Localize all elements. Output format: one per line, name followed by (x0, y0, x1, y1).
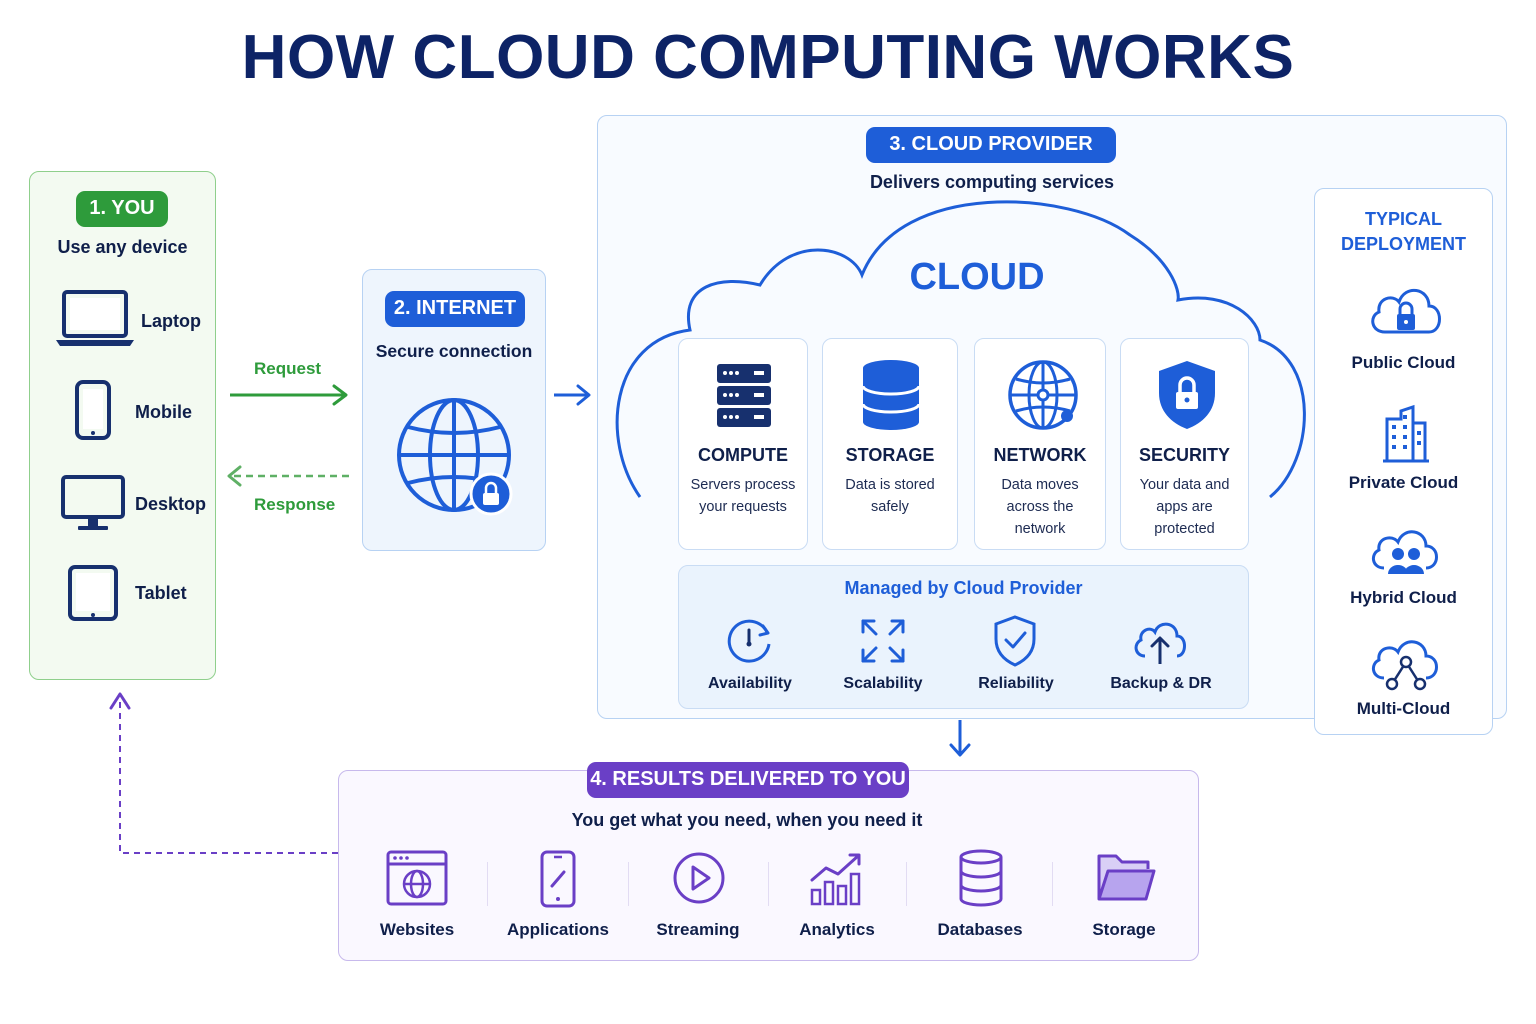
service-desc-line: Servers process (690, 477, 796, 493)
page-title: HOW CLOUD COMPUTING WORKS (241, 23, 1295, 92)
results-badge: 4. RESULTS DELIVERED TO YOU (587, 762, 909, 798)
service-title: COMPUTE (698, 445, 788, 465)
database-icon (861, 360, 921, 430)
cloud-upload-icon (1134, 622, 1186, 664)
internet-badge: 2. INTERNET (385, 291, 525, 327)
you-badge: 1. YOU (76, 191, 168, 227)
database-icon (959, 849, 1003, 907)
to-provider-arrow-icon (554, 384, 591, 406)
device-label-mobile: Mobile (135, 402, 192, 422)
laptop-icon (56, 290, 134, 346)
you-subtitle: Use any device (57, 237, 188, 257)
results-item-label: Storage (1092, 920, 1156, 939)
service-card-storage: STORAGE Data is stored safely (822, 338, 958, 550)
managed-item-label: Scalability (843, 675, 923, 692)
bar-chart-icon (810, 853, 861, 906)
request-label: Request (254, 359, 322, 378)
provider-badge: 3. CLOUD PROVIDER (866, 127, 1116, 163)
service-title: STORAGE (845, 445, 935, 465)
cloud-network-icon (1371, 640, 1438, 691)
results-item-label: Analytics (799, 920, 875, 939)
clock-refresh-icon (727, 619, 771, 663)
service-title: NETWORK (993, 445, 1087, 465)
cloud-outline-icon (615, 200, 1306, 499)
service-desc-line: Data moves (1001, 477, 1079, 493)
results-divider (487, 862, 488, 906)
cloud-label: CLOUD (909, 256, 1045, 298)
service-desc-line: across the (1006, 499, 1074, 515)
globe-lock-icon (397, 398, 513, 516)
server-icon (717, 364, 771, 427)
network-globe-icon (1008, 360, 1078, 430)
to-results-arrow-icon (949, 720, 971, 757)
you-panel (29, 171, 216, 680)
managed-panel (678, 565, 1249, 709)
provider-subtitle: Delivers computing services (869, 172, 1115, 192)
deployment-title: DEPLOYMENT (1340, 234, 1466, 254)
deployment-item-label: Private Cloud (1348, 473, 1459, 492)
service-desc-line: safely (871, 499, 909, 515)
results-divider (1052, 862, 1053, 906)
mobile-icon (75, 380, 111, 440)
desktop-icon (61, 475, 125, 530)
shield-lock-icon (1159, 361, 1215, 429)
managed-item-label: Availability (708, 675, 792, 692)
service-card-network: NETWORK Data moves across the network (974, 338, 1106, 550)
deployment-item-label: Public Cloud (1351, 353, 1456, 372)
browser-globe-icon (386, 850, 448, 906)
request-arrow-icon (230, 384, 348, 406)
return-arrow-icon (109, 692, 338, 854)
results-divider (906, 862, 907, 906)
managed-item-label: Reliability (978, 675, 1054, 692)
results-divider (768, 862, 769, 906)
service-desc-line: protected (1154, 521, 1215, 537)
service-desc-line: Data is stored (845, 477, 935, 493)
expand-arrows-icon (861, 619, 905, 663)
response-arrow-icon (227, 465, 350, 487)
folder-icon (1097, 854, 1156, 901)
device-label-tablet: Tablet (135, 583, 187, 603)
results-item-label: Streaming (656, 920, 740, 939)
service-card-compute: COMPUTE Servers process your requests (678, 338, 808, 550)
service-desc-line: your requests (699, 499, 787, 515)
service-card-security: SECURITY Your data and apps are protecte… (1120, 338, 1249, 550)
internet-subtitle: Secure connection (375, 341, 533, 361)
results-divider (628, 862, 629, 906)
shield-check-icon (994, 615, 1036, 667)
device-label-laptop: Laptop (141, 311, 201, 331)
tablet-icon (68, 565, 118, 621)
cloud-lock-icon (1371, 289, 1441, 334)
response-label: Response (254, 495, 336, 514)
service-desc-line: network (1014, 521, 1066, 537)
phone-app-icon (540, 850, 576, 908)
results-item-label: Websites (379, 920, 455, 939)
cloud-users-icon (1371, 530, 1438, 574)
deployment-item-label: Hybrid Cloud (1350, 588, 1457, 607)
results-item-label: Applications (506, 920, 609, 939)
building-icon (1383, 404, 1429, 463)
results-item-label: Databases (937, 920, 1023, 939)
deployment-title: TYPICAL (1364, 209, 1442, 229)
play-icon (673, 852, 725, 904)
device-label-desktop: Desktop (135, 494, 207, 514)
service-desc-line: apps are (1156, 499, 1213, 515)
deployment-item-label: Multi-Cloud (1356, 699, 1451, 718)
managed-title: Managed by Cloud Provider (844, 578, 1083, 598)
results-subtitle: You get what you need, when you need it (571, 810, 923, 830)
service-desc-line: Your data and (1139, 477, 1230, 493)
managed-item-label: Backup & DR (1110, 675, 1212, 692)
service-title: SECURITY (1138, 445, 1230, 465)
